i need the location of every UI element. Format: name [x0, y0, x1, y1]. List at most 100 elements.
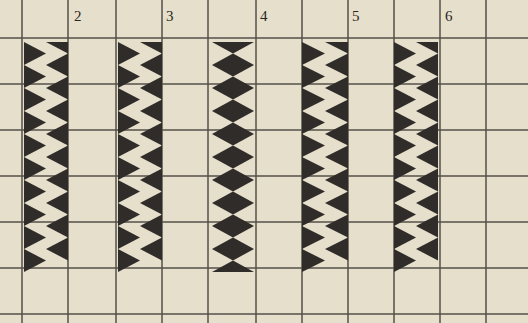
pattern-triangle — [325, 77, 348, 100]
pattern-triangle — [46, 238, 68, 261]
grid-line — [0, 175, 528, 177]
pattern-triangle — [212, 100, 254, 112]
pattern-triangle — [302, 42, 325, 65]
pattern-triangle — [140, 123, 162, 146]
pattern-triangle — [118, 134, 140, 157]
grid-line — [0, 221, 528, 223]
pattern-triangle — [212, 157, 254, 169]
grid-line — [255, 0, 257, 323]
pattern-triangle — [212, 261, 254, 273]
pattern-triangle — [325, 100, 348, 123]
pattern-triangle — [140, 192, 162, 215]
pattern-triangle — [212, 226, 254, 238]
column-number: 3 — [166, 9, 174, 24]
grid-line — [439, 0, 441, 323]
pattern-triangle — [212, 134, 254, 146]
column-number: 5 — [352, 9, 360, 24]
pattern-triangle — [416, 77, 438, 100]
pattern-triangle — [394, 203, 416, 226]
pattern-triangle — [212, 146, 254, 158]
pattern-triangle — [140, 42, 162, 54]
pattern-triangle — [46, 146, 68, 169]
pattern-triangle — [24, 180, 46, 203]
pattern-triangle — [416, 169, 438, 192]
pattern-triangle — [394, 42, 416, 65]
pattern-triangle — [212, 169, 254, 181]
pattern-triangle — [416, 192, 438, 215]
pattern-triangle — [24, 226, 46, 249]
grid-line — [0, 83, 528, 85]
pattern-triangle — [212, 180, 254, 192]
pattern-triangle — [140, 146, 162, 169]
column-number: 4 — [260, 9, 268, 24]
pattern-triangle — [325, 169, 348, 192]
pattern-triangle — [212, 192, 254, 204]
grid-line — [0, 129, 528, 131]
pattern-triangle — [302, 249, 325, 272]
pattern-triangle — [46, 123, 68, 146]
pattern-triangle — [46, 215, 68, 238]
pattern-triangle — [325, 192, 348, 215]
pattern-triangle — [46, 54, 68, 77]
pattern-triangle — [118, 226, 140, 249]
pattern-triangle — [416, 215, 438, 238]
pattern-triangle — [140, 169, 162, 192]
pattern-triangle — [140, 100, 162, 123]
pattern-triangle — [212, 203, 254, 215]
grid-line — [0, 313, 528, 315]
pattern-triangle — [46, 192, 68, 215]
pattern-triangle — [118, 157, 140, 180]
pattern-triangle — [212, 123, 254, 135]
pattern-triangle — [24, 134, 46, 157]
column-number: 6 — [445, 9, 453, 24]
pattern-triangle — [325, 238, 348, 261]
pattern-triangle — [416, 42, 438, 54]
pattern-triangle — [302, 157, 325, 180]
pattern-triangle — [46, 100, 68, 123]
pattern-triangle — [325, 54, 348, 77]
pattern-triangle — [118, 88, 140, 111]
grid-line — [207, 0, 209, 323]
pattern-triangle — [118, 65, 140, 88]
pattern-triangle — [302, 180, 325, 203]
pattern-triangle — [118, 180, 140, 203]
pattern-triangle — [46, 42, 68, 54]
pattern-triangle — [212, 111, 254, 123]
pattern-triangle — [24, 65, 46, 88]
pattern-triangle — [416, 238, 438, 261]
pattern-triangle — [302, 203, 325, 226]
pattern-triangle — [394, 88, 416, 111]
pattern-triangle — [24, 111, 46, 134]
pattern-triangle — [140, 238, 162, 261]
pattern-triangle — [394, 226, 416, 249]
pattern-triangle — [394, 111, 416, 134]
pattern-triangle — [24, 203, 46, 226]
pattern-triangle — [394, 65, 416, 88]
pattern-triangle — [416, 100, 438, 123]
pattern-triangle — [212, 77, 254, 89]
pattern-triangle — [212, 65, 254, 77]
triangle-bands — [24, 42, 438, 272]
pattern-triangle — [24, 157, 46, 180]
grid-line — [115, 0, 117, 323]
pattern-triangle — [24, 249, 46, 272]
grid-line — [0, 37, 528, 39]
pattern-triangle — [325, 146, 348, 169]
pattern-triangle — [416, 123, 438, 146]
pattern-triangle — [24, 42, 46, 65]
pattern-triangle — [212, 238, 254, 250]
pattern-triangle — [212, 42, 254, 54]
pattern-triangle — [416, 54, 438, 77]
pattern-triangle — [212, 249, 254, 261]
pattern-triangle — [140, 54, 162, 77]
grid-line — [485, 0, 487, 323]
pattern-triangle — [212, 54, 254, 66]
pattern-triangle — [302, 88, 325, 111]
pattern-triangle — [118, 249, 140, 272]
pattern-triangle — [325, 123, 348, 146]
pattern-triangle — [46, 77, 68, 100]
pattern-triangle — [416, 146, 438, 169]
grid-line — [21, 0, 23, 323]
